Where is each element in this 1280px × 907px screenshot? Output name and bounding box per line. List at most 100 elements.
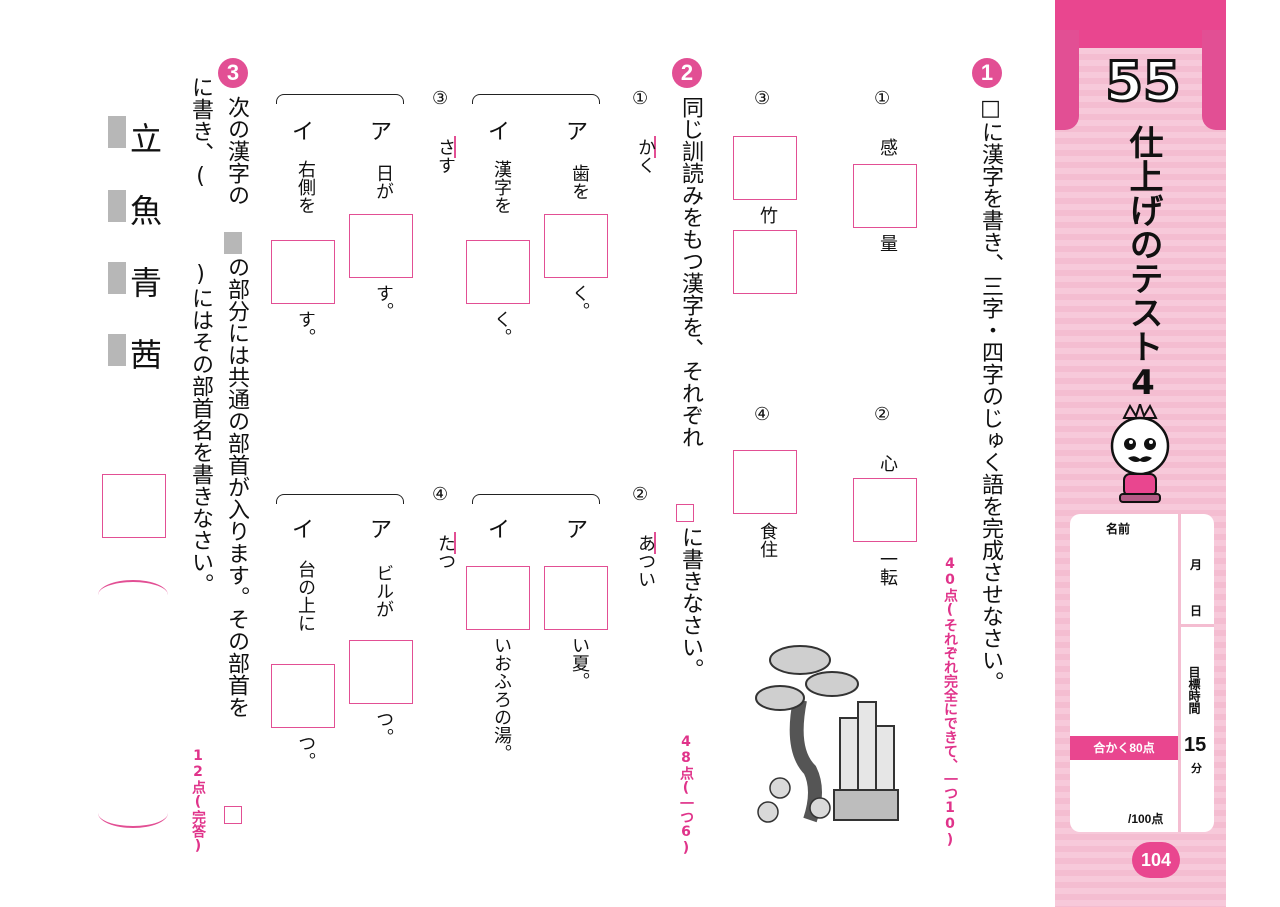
q2-item1-i-box[interactable]	[466, 240, 530, 304]
q3-points: 12点(完答)	[190, 748, 206, 854]
score-box	[1070, 514, 1214, 832]
date-divider	[1178, 624, 1214, 627]
q2-item1-a-before: 歯を	[569, 164, 590, 200]
q2-item2-a-after: い夏。	[569, 636, 590, 690]
target-time-unit: 分	[1191, 762, 1202, 775]
q3-radical-box[interactable]	[102, 474, 166, 538]
q2-item3-i-after: す。	[295, 310, 316, 346]
page-number: 104	[1132, 842, 1180, 878]
q3-kanji2-part	[108, 190, 126, 222]
q2-instruction-a: 同じ訓読みをもつ漢字を、それぞれ	[678, 96, 703, 448]
q3-instruction-d: )にはその部首名を書きなさい。	[188, 262, 213, 595]
q1-item2-after: 一転	[877, 550, 898, 586]
q2-number: 2	[672, 58, 702, 88]
kadomatsu-illustration	[755, 645, 899, 823]
q2-item3-a-before: 日が	[373, 164, 394, 200]
q1-item3-box-1[interactable]	[733, 136, 797, 200]
q1-item1-after: 量	[877, 234, 898, 252]
q3-kanji2: 魚	[130, 192, 163, 230]
q2-item4-num: ④	[432, 484, 449, 505]
mascot-icon	[1110, 404, 1170, 503]
q2-item3-i-label: イ	[292, 120, 315, 145]
q2-item3-num: ③	[432, 88, 449, 109]
q3-kanji4: 茜	[130, 336, 163, 374]
q1-item3-middle: 竹	[757, 206, 778, 224]
q2-item2-mark	[654, 532, 656, 554]
q3-kanji3-part	[108, 262, 126, 294]
q3-kanji4-part	[108, 334, 126, 366]
q3-instruction-b: の部分には共通の部首が入ります。その部首を	[224, 256, 249, 718]
q2-item4-a-after: つ。	[373, 710, 394, 746]
q2-item1-a-after: く。	[569, 284, 590, 320]
q2-item4-i-box[interactable]	[271, 664, 335, 728]
q2-instruction-b: に書きなさい。	[678, 526, 703, 680]
q2-item1-a-box[interactable]	[544, 214, 608, 278]
q1-item2-box[interactable]	[853, 478, 917, 542]
q2-item3-brace	[276, 94, 404, 104]
q1-item4-num: ④	[754, 404, 771, 425]
q2-item2-brace	[472, 494, 600, 504]
lesson-number: 55	[1104, 49, 1182, 115]
q2-item1-num: ①	[632, 88, 649, 109]
q2-item2-num: ②	[632, 484, 649, 505]
q3-number: 3	[218, 58, 248, 88]
q2-item3-i-box[interactable]	[271, 240, 335, 304]
q2-item3-a-after: す。	[373, 284, 394, 320]
q2-item1-i-label: イ	[488, 120, 511, 145]
q2-item4-i-before: 台の上に	[295, 560, 316, 632]
q2-item2-i-after: いおふろの湯。	[491, 636, 512, 762]
q2-item1-i-before: 漢字を	[491, 160, 512, 214]
q2-item3-a-label: ア	[370, 120, 393, 145]
q2-item4-mark	[454, 532, 456, 554]
q2-points: 48点(一つ6)	[678, 734, 694, 856]
q2-item3-mark	[454, 136, 456, 158]
q1-number: 1	[972, 58, 1002, 88]
q2-item4-a-box[interactable]	[349, 640, 413, 704]
q3-kanji1: 立	[130, 120, 163, 158]
day-label: 日	[1190, 604, 1203, 618]
q1-instruction: □に漢字を書き、三字・四字のじゅく語を完成させなさい。	[978, 96, 1003, 693]
q3-radical-name-close	[98, 798, 168, 828]
q2-item4-i-after: つ。	[295, 734, 316, 770]
q1-item2-num: ②	[874, 404, 891, 425]
q3-instruction-box	[224, 806, 242, 824]
q3-kanji3: 青	[130, 264, 163, 302]
month-label: 月	[1190, 558, 1203, 572]
q2-item1-brace	[472, 94, 600, 104]
q2-item4-reading: たつ	[435, 534, 456, 570]
q2-item4-i-label: イ	[292, 518, 315, 543]
pass-score: 合かく80点	[1070, 736, 1178, 760]
q2-item3-i-before: 右側を	[295, 160, 316, 214]
q2-instruction-box	[676, 504, 694, 522]
q2-item1-reading: かく	[635, 138, 656, 174]
q3-radical-name-input[interactable]	[98, 606, 168, 802]
q1-item1-num: ①	[874, 88, 891, 109]
name-label: 名前	[1106, 522, 1131, 536]
q1-points: 40点(それぞれ完全にできて、一つ10)	[942, 556, 958, 848]
q2-item3-reading: さす	[435, 138, 456, 174]
target-time-value: 15	[1184, 734, 1207, 756]
score-divider	[1178, 514, 1181, 832]
q2-item4-a-label: ア	[370, 518, 393, 543]
q1-item4-box[interactable]	[733, 450, 797, 514]
q1-item3-num: ③	[754, 88, 771, 109]
q1-item3-box-2[interactable]	[733, 230, 797, 294]
q3-radical-name-open	[98, 580, 168, 610]
q2-item4-brace	[276, 494, 404, 504]
score-max: /100点	[1128, 812, 1164, 826]
curtain-left	[1055, 30, 1079, 130]
q3-instruction-c: に書き、(	[188, 76, 213, 189]
q2-item3-a-box[interactable]	[349, 214, 413, 278]
q3-kanji1-part	[108, 116, 126, 148]
q2-item2-a-box[interactable]	[544, 566, 608, 630]
q2-item1-a-label: ア	[566, 120, 589, 145]
q3-instruction-a: 次の漢字の	[224, 96, 249, 206]
q1-item1-box[interactable]	[853, 164, 917, 228]
page-title: 仕上げのテスト4	[1123, 125, 1163, 403]
q2-item1-mark	[654, 136, 656, 158]
q2-item2-i-box[interactable]	[466, 566, 530, 630]
q2-item2-reading: あつい	[635, 534, 656, 588]
q3-instruction-grey-mark	[224, 232, 242, 254]
curtain-right	[1202, 30, 1226, 130]
q2-item2-i-label: イ	[488, 518, 511, 543]
